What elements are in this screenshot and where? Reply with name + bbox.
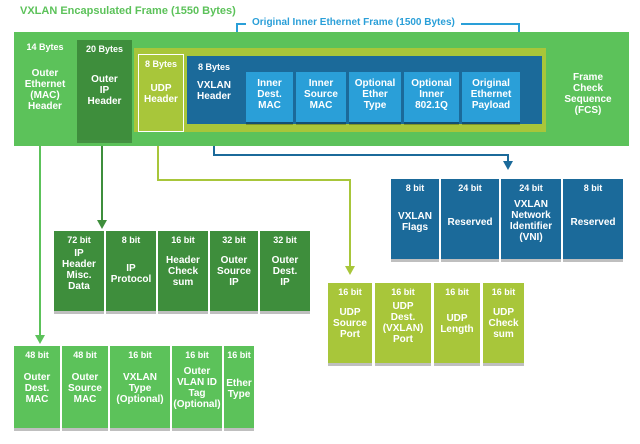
udp-field-size: 16 bit (338, 287, 362, 297)
inner-field-label: Original Ethernet Payload (470, 78, 512, 111)
ip-field-label: Outer Dest. IP (271, 255, 299, 288)
inner-field-label: Optional Inner 802.1Q (411, 78, 452, 111)
vxlan-size: 8 Bytes (197, 62, 231, 72)
eth-field-size: 16 bit (227, 350, 251, 360)
outer-ip-header: 20 Bytes Outer IP Header (77, 40, 132, 140)
inner-field-label: Optional Ether Type (354, 78, 396, 111)
ip-field-2: 16 bit Header Check sum (158, 231, 208, 311)
udp-field-3: 16 bit UDP Check sum (483, 283, 524, 363)
vxlan-field-label: Reserved (570, 217, 616, 228)
ip-fields-row: 72 bit IP Header Misc. Data 8 bit IP Pro… (54, 231, 310, 311)
outer-ethernet-header: 14 Bytes Outer Ethernet (MAC) Header (14, 38, 76, 142)
ip-field-size: 32 bit (222, 235, 246, 245)
vxlan-field-0: 8 bit VXLAN Flags (391, 179, 439, 259)
udp-field-size: 16 bit (391, 287, 415, 297)
ip-field-size: 8 bit (121, 235, 141, 245)
inner-field-3: Optional Inner 802.1Q (404, 72, 459, 122)
eth-field-label: VXLAN Type (Optional) (116, 372, 164, 405)
vxlan-field-2: 24 bit VXLAN Network Identifier (VNI) (501, 179, 561, 259)
ip-field-1: 8 bit IP Protocol (106, 231, 156, 311)
eth-field-label: Outer Source MAC (68, 372, 102, 405)
eth-field-1: 48 bit Outer Source MAC (62, 346, 108, 428)
eth-field-label: Ether Type (226, 378, 252, 400)
ip-field-4: 32 bit Outer Dest. IP (260, 231, 310, 311)
vxlan-fields-row: 8 bit VXLAN Flags 24 bit Reserved 24 bit… (391, 179, 624, 259)
ip-field-size: 72 bit (67, 235, 91, 245)
eth-fields-row: 48 bit Outer Dest. MAC 48 bit Outer Sour… (14, 346, 254, 428)
ip-field-0: 72 bit IP Header Misc. Data (54, 231, 104, 311)
vxlan-field-size: 8 bit (405, 183, 425, 193)
vxlan-label: VXLAN Header (197, 80, 231, 102)
udp-size: 8 Bytes (144, 59, 178, 69)
outer-ip-label: Outer IP Header (87, 74, 122, 107)
eth-field-size: 16 bit (128, 350, 152, 360)
ip-field-3: 32 bit Outer Source IP (210, 231, 258, 311)
eth-field-label: Outer VLAN ID Tag (Optional) (173, 366, 221, 410)
ip-field-size: 32 bit (273, 235, 297, 245)
inner-field-0: Inner Dest. MAC (246, 72, 293, 122)
eth-field-4: 16 bit Ether Type (224, 346, 254, 428)
udp-field-label: UDP Length (440, 313, 474, 335)
outer-frame-title: VXLAN Encapsulated Frame (1550 Bytes) (20, 5, 236, 17)
udp-header: 8 Bytes UDP Header (138, 54, 184, 132)
udp-field-1: 16 bit UDP Dest. (VXLAN) Port (375, 283, 431, 363)
eth-field-size: 48 bit (25, 350, 49, 360)
eth-field-label: Outer Dest. MAC (23, 372, 51, 405)
inner-field-4: Original Ethernet Payload (462, 72, 520, 122)
vxlan-field-size: 24 bit (458, 183, 482, 193)
fcs-label: Frame Check Sequence (FCS) (564, 72, 612, 116)
udp-field-label: UDP Dest. (VXLAN) Port (382, 301, 424, 345)
inner-field-label: Inner Dest. MAC (257, 78, 282, 111)
vxlan-header: 8 Bytes VXLAN Header (190, 58, 238, 122)
eth-field-3: 16 bit Outer VLAN ID Tag (Optional) (172, 346, 222, 428)
eth-field-size: 48 bit (73, 350, 97, 360)
udp-field-label: UDP Check sum (488, 307, 519, 340)
inner-field-label: Inner Source MAC (304, 78, 338, 111)
udp-field-size: 16 bit (491, 287, 516, 297)
fcs-block: Frame Check Sequence (FCS) (554, 38, 622, 142)
inner-frame-title: Original Inner Ethernet Frame (1500 Byte… (246, 17, 461, 28)
vxlan-field-label: VXLAN Flags (398, 211, 432, 233)
ip-field-label: IP Protocol (110, 263, 152, 285)
ip-field-size: 16 bit (171, 235, 195, 245)
vxlan-field-label: VXLAN Network Identifier (VNI) (509, 199, 553, 243)
udp-fields-row: 16 bit UDP Source Port 16 bit UDP Dest. … (328, 283, 524, 363)
ip-field-label: Outer Source IP (217, 255, 251, 288)
eth-field-0: 48 bit Outer Dest. MAC (14, 346, 60, 428)
outer-ethernet-size: 14 Bytes (26, 42, 64, 52)
udp-field-2: 16 bit UDP Length (434, 283, 480, 363)
udp-field-size: 16 bit (445, 287, 469, 297)
udp-field-label: UDP Source Port (333, 307, 367, 340)
inner-field-2: Optional Ether Type (349, 72, 401, 122)
eth-field-size: 16 bit (185, 350, 209, 360)
ip-field-label: Header Check sum (166, 255, 200, 288)
ip-field-label: IP Header Misc. Data (62, 248, 96, 292)
vxlan-field-label: Reserved (447, 217, 493, 228)
vxlan-field-1: 24 bit Reserved (441, 179, 499, 259)
udp-label: UDP Header (144, 83, 178, 105)
vxlan-field-size: 8 bit (583, 183, 603, 193)
vxlan-field-3: 8 bit Reserved (563, 179, 623, 259)
outer-ip-size: 20 Bytes (85, 44, 124, 54)
inner-field-1: Inner Source MAC (296, 72, 346, 122)
eth-field-2: 16 bit VXLAN Type (Optional) (110, 346, 170, 428)
vxlan-field-size: 24 bit (519, 183, 543, 193)
outer-ethernet-label: Outer Ethernet (MAC) Header (24, 68, 66, 112)
udp-field-0: 16 bit UDP Source Port (328, 283, 372, 363)
